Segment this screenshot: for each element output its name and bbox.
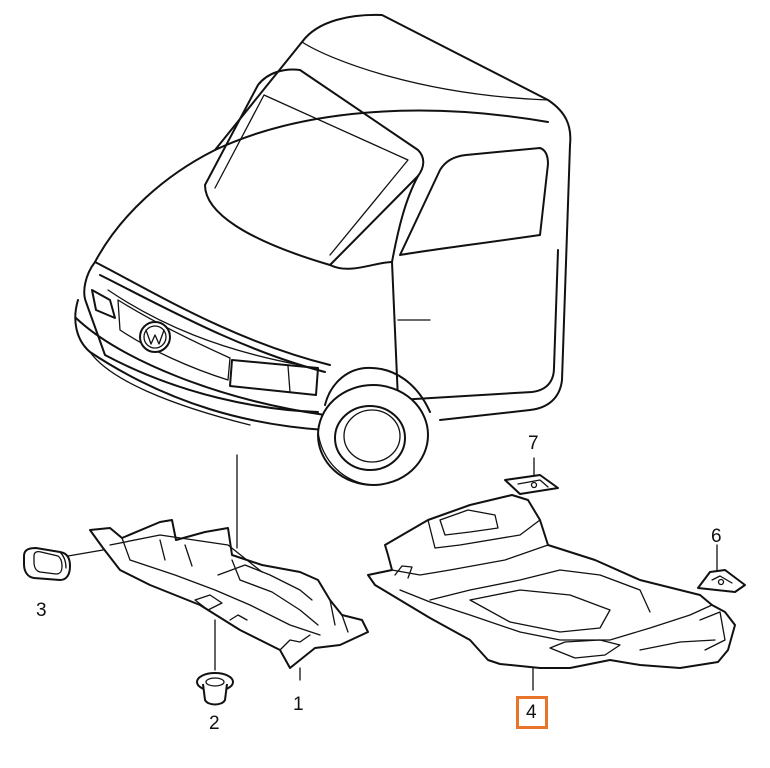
leader-lines [67,454,718,691]
part-4-engine-tray [367,494,736,669]
van-illustration [74,13,572,486]
callout-4: 4 [526,702,537,723]
part-7-bracket [504,474,559,495]
callout-2: 2 [209,713,220,734]
callout-3: 3 [36,600,47,621]
part-6-bracket [697,569,746,593]
part-2-clip [196,672,234,706]
callout-7: 7 [528,433,539,454]
callout-1: 1 [293,694,304,715]
highlight-box-4 [516,696,548,729]
part-1-underbody-shield [89,519,369,669]
part-3-plug [23,547,71,581]
callout-6: 6 [711,526,722,547]
